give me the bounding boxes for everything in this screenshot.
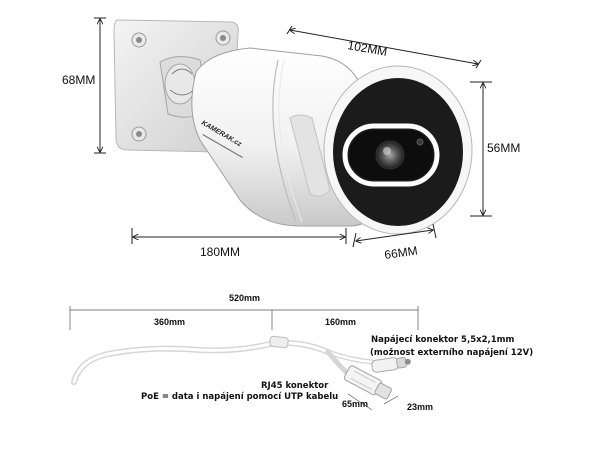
cable-illustration: 65mm 23mm [71,335,433,412]
body-seam [272,59,297,223]
mount-screw-hole [136,37,142,43]
dimension-connector-width: 23mm [407,402,433,412]
bracket-joint [164,63,196,105]
dimension-connector-length: 65mm [342,399,368,409]
cable-dimensions: 520mm 360mm 160mm [69,293,419,330]
camera-dimensions: 68MM 102MM 56MM 180MM 66MM [62,17,520,262]
camera-lens [375,140,405,170]
rj45-connector [343,365,393,400]
dimension-line-connector-length [347,393,373,411]
body-recess [289,114,331,197]
ir-ring [342,123,440,187]
dimension-power-branch: 160mm [325,317,356,327]
camera-illustration: KAMERAK.cz [113,19,473,235]
mount-screw-hole [220,35,226,41]
power-connector-note-detail: (možnost externího napájení 12V) [370,348,533,358]
brand-underline [202,134,243,159]
power-connector-note: Napájecí konektor 5,5x2,1mm [371,335,515,345]
poe-note: PoE = data i napájení pomocí UTP kabelu [141,392,338,402]
dimension-total-length: 180MM [200,245,240,259]
dimension-front-height: 56MM [487,141,520,155]
cable-notes: Napájecí konektor 5,5x2,1mm (možnost ext… [141,335,533,402]
dimension-line-body-length [290,30,478,64]
dimension-line-connector-width [383,395,399,405]
dimension-front-width: 66MM [383,243,418,262]
rj45-cable [325,349,349,375]
rj45-connector-note: RJ45 konektor [261,381,329,391]
power-connector [371,356,411,373]
light-sensor [416,138,424,146]
mount-screw-hole [136,131,142,137]
dimension-mount-height: 68MM [62,73,95,87]
dimension-body-length: 102MM [346,38,388,59]
dimension-cable-total: 520mm [229,293,260,303]
dimension-rj45-branch: 360mm [154,317,185,327]
cable-splitter [269,335,289,349]
dimension-line-front-width [356,230,433,241]
